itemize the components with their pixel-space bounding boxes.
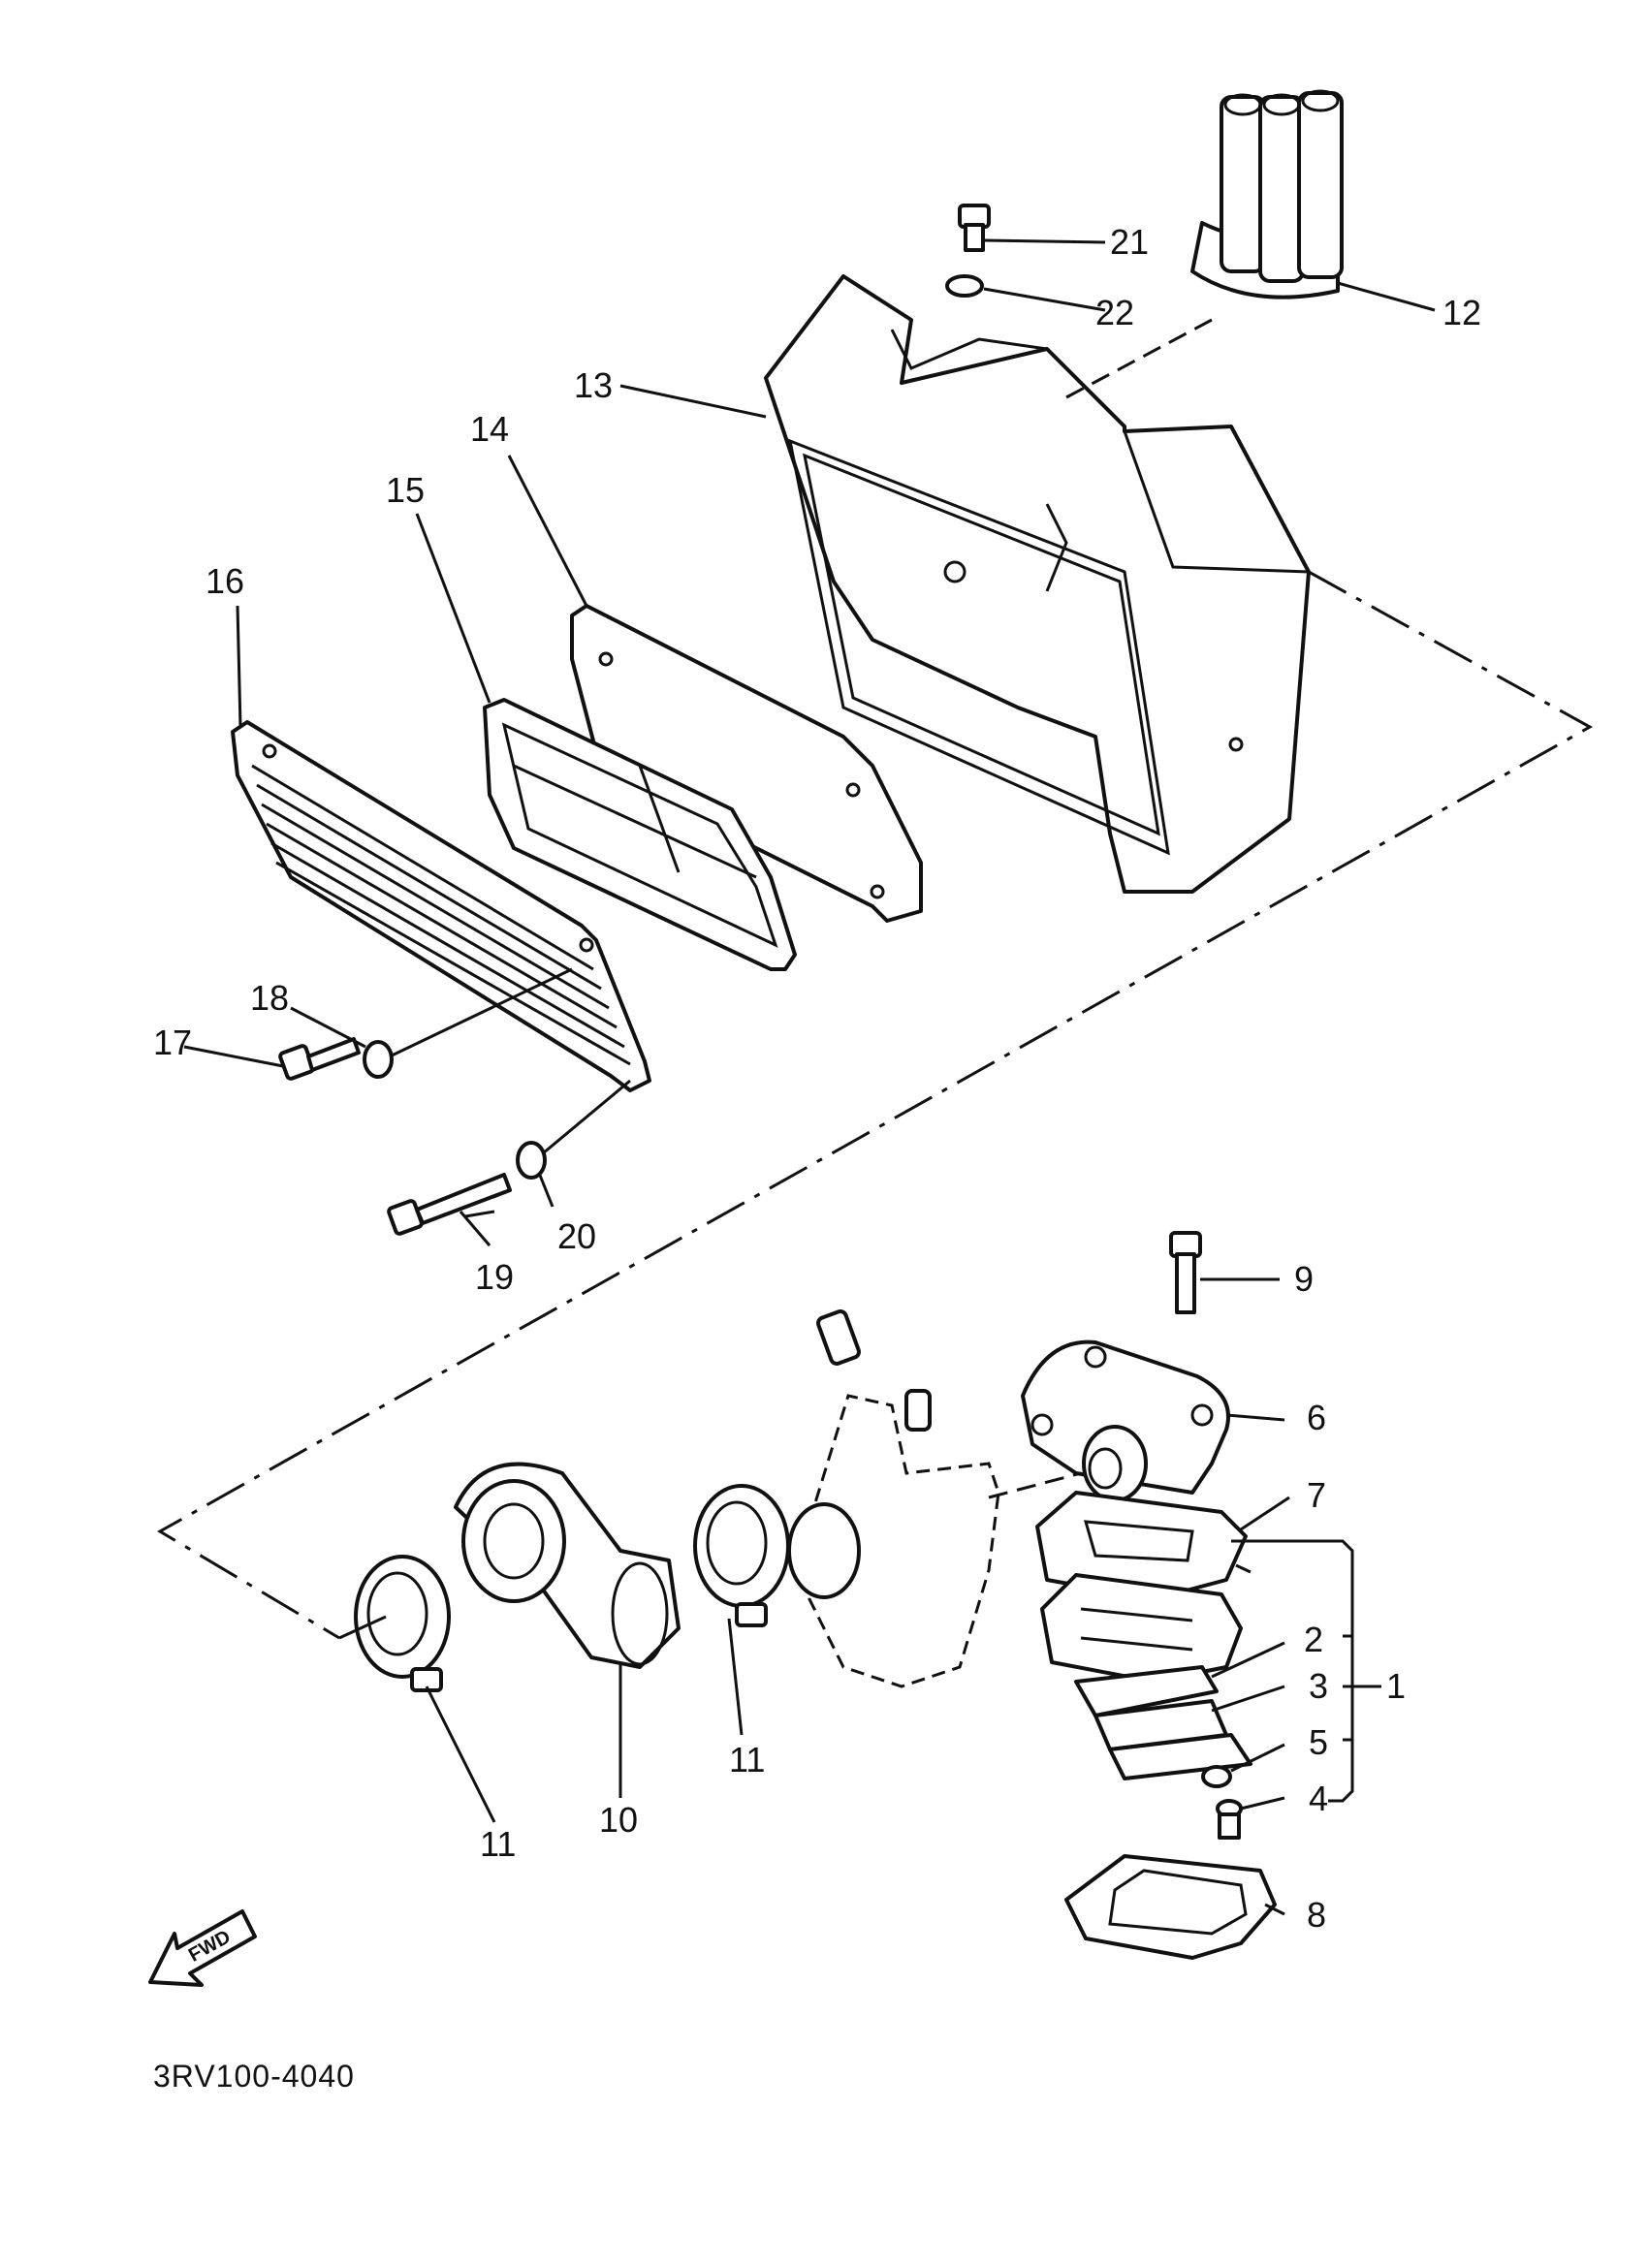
part-4-screw bbox=[1216, 1799, 1243, 1840]
callout-19: 19 bbox=[475, 1257, 514, 1297]
callout-15: 15 bbox=[386, 470, 425, 510]
part-13-air-box bbox=[764, 274, 1311, 894]
part-22-washer bbox=[945, 274, 984, 298]
callout-10: 10 bbox=[599, 1800, 638, 1840]
part-9-bolt bbox=[1169, 1231, 1202, 1314]
part-11-clamp-left bbox=[354, 1555, 451, 1692]
callout-2: 2 bbox=[1304, 1620, 1323, 1659]
callout-18: 18 bbox=[250, 978, 289, 1018]
callout-4: 4 bbox=[1309, 1779, 1328, 1818]
part-12-intake-duct bbox=[1190, 89, 1344, 299]
callout-17: 17 bbox=[153, 1023, 192, 1062]
diagram-code: 3RV100-4040 bbox=[153, 2059, 355, 2094]
part-2-reed-petal bbox=[1074, 1665, 1219, 1717]
callout-labels: 1 2 3 4 5 6 7 8 9 10 11 11 12 13 14 15 1… bbox=[153, 222, 1481, 1935]
callout-16: 16 bbox=[206, 561, 244, 601]
part-6-reed-valve-cover bbox=[1021, 1339, 1230, 1502]
fwd-arrow-icon: FWD bbox=[148, 1909, 257, 1987]
part-17-bolt bbox=[278, 1037, 361, 1081]
callout-13: 13 bbox=[574, 365, 613, 405]
part-18-washer bbox=[363, 1040, 394, 1079]
part-7-gasket bbox=[1035, 1491, 1248, 1601]
part-5-washer bbox=[1201, 1765, 1232, 1788]
callout-7: 7 bbox=[1307, 1475, 1326, 1515]
callout-1: 1 bbox=[1386, 1666, 1406, 1706]
part-11-clamp-right bbox=[693, 1484, 790, 1627]
callout-12: 12 bbox=[1442, 293, 1481, 332]
part-14-filter-element bbox=[570, 604, 923, 923]
assembly-boundary-line bbox=[157, 570, 1594, 1640]
part-21-bolt bbox=[958, 204, 991, 252]
callout-8: 8 bbox=[1307, 1895, 1326, 1935]
callout-22: 22 bbox=[1095, 293, 1134, 332]
carburetor-reference bbox=[787, 1309, 1000, 1688]
part-20-washer bbox=[516, 1141, 547, 1180]
callout-9: 9 bbox=[1294, 1259, 1314, 1299]
louver-slats bbox=[251, 764, 631, 1066]
callout-21: 21 bbox=[1110, 222, 1149, 262]
part-16-louvered-cover bbox=[231, 720, 651, 1092]
part-1-reed-valve-assembly bbox=[1040, 1573, 1243, 1684]
callout-11-left: 11 bbox=[480, 1824, 516, 1864]
callout-5: 5 bbox=[1309, 1722, 1328, 1762]
part-19-long-bolt bbox=[387, 1173, 512, 1236]
part-15-filter-frame bbox=[483, 698, 797, 971]
leader-lines bbox=[183, 238, 1436, 1916]
callout-14: 14 bbox=[470, 409, 509, 449]
part-10-intake-joint bbox=[454, 1462, 681, 1669]
callout-6: 6 bbox=[1307, 1398, 1326, 1437]
callout-3: 3 bbox=[1309, 1666, 1328, 1706]
callout-11-right: 11 bbox=[729, 1740, 765, 1780]
callout-20: 20 bbox=[557, 1216, 596, 1256]
